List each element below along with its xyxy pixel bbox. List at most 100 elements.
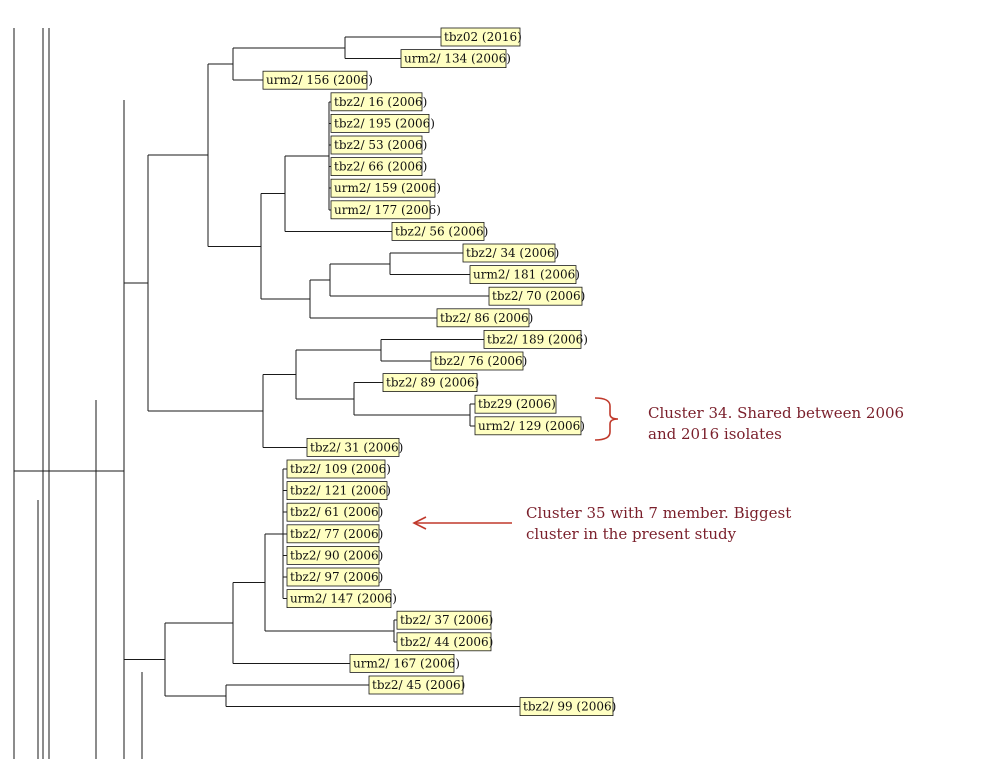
leaf-label-box [286,524,380,544]
leaf-label: tbz2/ 89 (2006) [382,373,479,393]
leaf-label: urm2/ 167 (2006) [349,654,460,673]
leaf-label: tbz2/ 44 (2006) [396,632,493,652]
leaf-label-text: tbz2/ 66 (2006) [334,160,427,174]
leaf-label: urm2/ 159 (2006) [330,178,441,198]
leaf-label: tbz2/ 31 (2006) [306,437,403,457]
cluster-35-annotation-line2: cluster in the present study [526,525,737,543]
leaf-label-box [330,135,423,155]
leaf-label-box [330,157,423,177]
leaf-label-text: tbz2/ 99 (2006) [523,700,616,714]
leaf-label: tbz2/ 99 (2006) [519,697,616,716]
leaf-label: tbz2/ 66 (2006) [330,157,427,177]
leaf-label: tbz02 (2016) [440,27,522,47]
leaf-label-box [286,567,380,587]
leaf-label: tbz2/ 97 (2006) [286,567,383,587]
leaf-label: tbz2/ 61 (2006) [286,502,383,522]
leaf-label-box [391,221,485,241]
leaf-label-text: tbz2/ 37 (2006) [400,613,493,627]
leaf-label-box [330,92,423,112]
cluster-35-annotation: Cluster 35 with 7 member. Biggest cluste… [526,503,791,545]
leaf-label-box [286,459,386,479]
leaf-label-text: tbz2/ 34 (2006) [466,246,559,260]
leaf-label-box [469,265,577,285]
leaf-label-box [474,394,557,414]
leaf-label-box [286,502,380,522]
leaf-label: urm2/ 147 (2006) [286,589,397,608]
cluster-34-annotation-line1: Cluster 34. Shared between 2006 [648,404,905,422]
leaf-label-text: tbz2/ 76 (2006) [434,354,527,368]
leaf-label-text: tbz2/ 121 (2006) [290,484,391,498]
leaf-label-text: urm2/ 147 (2006) [290,592,397,606]
leaf-label-text: tbz2/ 97 (2006) [290,570,383,584]
leaf-label-text: tbz2/ 195 (2006) [334,116,435,130]
leaf-label-text: tbz2/ 70 (2006) [492,289,585,303]
leaf-label: tbz2/ 195 (2006) [330,114,435,133]
leaf-label-box [400,49,507,68]
leaf-label-text: urm2/ 177 (2006) [334,203,441,217]
leaf-label: tbz2/ 76 (2006) [430,351,527,371]
leaf-label-text: tbz2/ 61 (2006) [290,505,383,519]
leaf-label: tbz29 (2006) [474,394,557,414]
leaf-label: tbz2/ 37 (2006) [396,610,493,630]
leaf-label-text: urm2/ 181 (2006) [473,268,580,282]
leaf-label: urm2/ 134 (2006) [400,49,511,68]
leaf-label-text: tbz2/ 109 (2006) [290,462,391,476]
leaf-label-box [286,546,380,565]
leaf-label-text: tbz2/ 16 (2006) [334,95,427,109]
leaf-label-text: tbz2/ 89 (2006) [386,376,479,390]
leaf-label-text: tbz2/ 45 (2006) [372,678,465,692]
cluster-34-annotation-line2: and 2016 isolates [648,425,782,443]
leaf-label: tbz2/ 121 (2006) [286,481,391,501]
leaf-label: urm2/ 177 (2006) [330,200,441,220]
leaf-label-text: tbz2/ 53 (2006) [334,138,427,152]
leaf-label: tbz2/ 56 (2006) [391,221,488,241]
leaf-label: tbz2/ 86 (2006) [436,308,533,328]
leaf-label-box [368,675,464,695]
leaf-label: tbz2/ 16 (2006) [330,92,427,112]
leaf-label-text: tbz2/ 90 (2006) [290,548,383,562]
cluster-35-arrow [412,516,512,530]
leaf-label-box [382,373,478,393]
leaf-label-box [330,114,430,133]
leaf-label-box [440,27,521,47]
leaf-label-text: urm2/ 159 (2006) [334,181,441,195]
leaf-label: tbz2/ 53 (2006) [330,135,427,155]
leaf-label-text: urm2/ 134 (2006) [404,52,511,66]
leaf-label-box [349,654,455,673]
leaf-label: tbz2/ 90 (2006) [286,546,383,565]
leaf-label: tbz2/ 70 (2006) [488,286,585,306]
leaf-label-text: urm2/ 156 (2006) [266,73,373,87]
leaf-label-box [286,481,388,501]
cluster-34-brace [594,397,619,441]
leaf-label-text: tbz2/ 77 (2006) [290,527,383,541]
cluster-34-annotation: Cluster 34. Shared between 2006 and 2016… [648,403,904,445]
leaf-label: urm2/ 156 (2006) [262,70,373,90]
leaf-label: urm2/ 181 (2006) [469,265,580,285]
cluster-35-annotation-line1: Cluster 35 with 7 member. Biggest [526,504,792,522]
leaf-label-text: tbz2/ 189 (2006) [487,332,588,346]
leaf-label: tbz2/ 77 (2006) [286,524,383,544]
leaf-label: tbz2/ 109 (2006) [286,459,391,479]
leaf-label-box [436,308,530,328]
leaf-label-text: tbz2/ 44 (2006) [400,635,493,649]
leaf-label: tbz2/ 34 (2006) [462,243,559,263]
leaf-label-box [330,200,431,220]
leaf-label-text: urm2/ 129 (2006) [478,419,585,433]
leaf-label-box [286,589,392,608]
leaf-label-box [330,178,436,198]
leaf-label-box [462,243,556,263]
leaf-label-text: tbz2/ 56 (2006) [395,224,488,238]
leaf-label-box [483,329,582,349]
leaf-label-box [519,697,614,716]
leaf-label: urm2/ 129 (2006) [474,416,585,436]
leaf-label-box [430,351,524,371]
leaf-label-box [396,632,492,652]
leaf-label-box [306,437,400,457]
tree-branches [13,28,520,759]
leaf-label-text: tbz2/ 31 (2006) [310,440,403,454]
leaf-label-box [262,70,368,90]
leaf-label-text: tbz2/ 86 (2006) [440,311,533,325]
leaf-label-box [474,416,582,436]
leaf-label: tbz2/ 189 (2006) [483,329,588,349]
